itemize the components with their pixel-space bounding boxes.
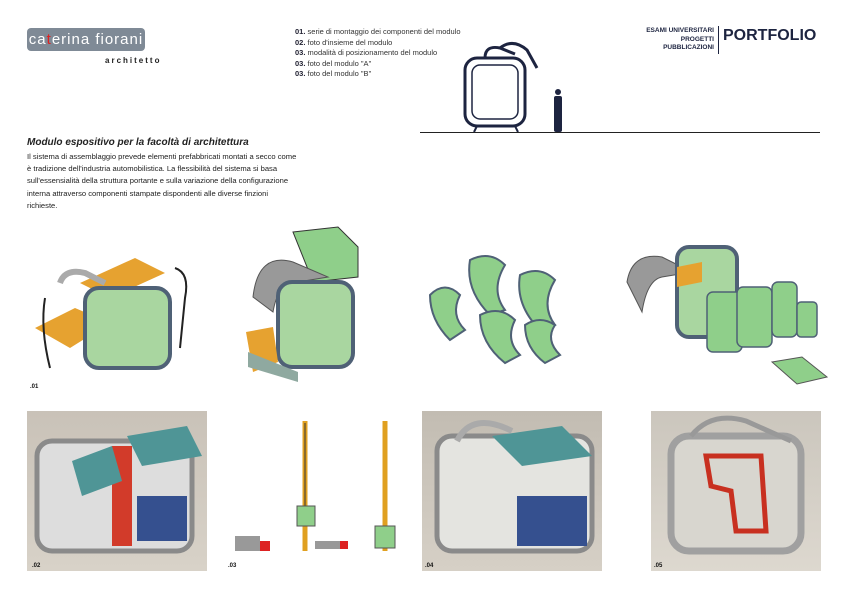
figure-label: .03 (228, 563, 237, 569)
exploded-diagram-3 (428, 255, 562, 365)
photo-module-b[interactable]: .05 (651, 411, 821, 571)
nav-esami[interactable]: ESAMI UNIVERSITARI (646, 27, 714, 34)
section-item[interactable]: 03. foto del modulo "A" (295, 58, 372, 68)
nav-pubblicazioni[interactable]: PUBBLICAZIONI (663, 44, 714, 51)
figure-label: .05 (654, 563, 663, 569)
figure-label: .04 (425, 563, 434, 569)
section-item[interactable]: 03. foto del modulo "B" (295, 69, 372, 78)
section-item[interactable]: 03. modalità di posizionamento del modul… (295, 48, 438, 57)
project-description: Il sistema di assemblaggio prevede eleme… (27, 152, 297, 210)
header-nav: ESAMI UNIVERSITARI PROGETTI PUBBLICAZION… (630, 27, 714, 53)
exploded-diagram-2 (246, 226, 359, 382)
logo[interactable]: caterina fiorani (27, 28, 145, 51)
module-side-elevation (463, 42, 562, 133)
figure-label: .02 (32, 563, 41, 569)
ground-line (420, 132, 820, 133)
figure-label: .01 (30, 384, 39, 390)
section-item[interactable]: 01. serie di montaggio dei componenti de… (295, 27, 461, 36)
logo-text: ca (28, 31, 47, 48)
logo-text: t (46, 31, 52, 48)
section-list: 01. serie di montaggio dei componenti de… (295, 27, 461, 80)
exploded-diagram-4 (626, 245, 829, 385)
human-figure (554, 89, 562, 132)
logo-text: erina fiorani (51, 31, 144, 48)
project-title: Modulo espositivo per la facoltà di arch… (27, 137, 249, 148)
nav-progetti[interactable]: PROGETTI (680, 35, 714, 43)
section-item[interactable]: 02. foto d'insieme del modulo (295, 37, 393, 47)
photo-module-overview[interactable]: .02 (27, 411, 207, 571)
divider (718, 26, 719, 54)
photo-crane-positioning[interactable]: .03 (225, 411, 405, 571)
logo-subtitle: architetto (105, 56, 162, 65)
page-title: PORTFOLIO (723, 27, 817, 44)
exploded-diagram-1 (35, 258, 188, 370)
photo-module-a[interactable]: .04 (422, 411, 602, 571)
